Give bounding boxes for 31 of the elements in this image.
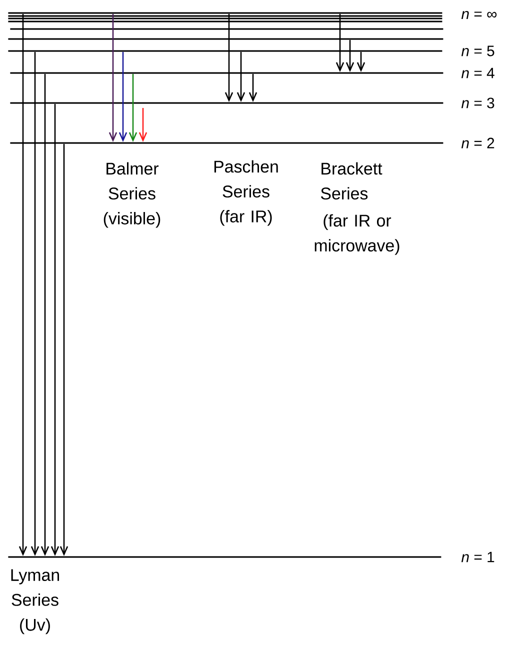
level-label: n = ∞: [461, 11, 497, 20]
series-label: Lyman Series (Uv): [11, 569, 59, 634]
transition-arrow: [40, 74, 50, 556]
series-label: Paschen Series (far IR): [214, 160, 278, 226]
transition-arrow: [128, 74, 138, 142]
energy-level-line: [10, 28, 444, 30]
energy-level-line: [8, 18, 442, 20]
transition-arrow: [18, 14, 28, 556]
transition-arrow: [60, 144, 68, 556]
transition-arrow: [224, 14, 234, 102]
transition-arrow: [346, 40, 354, 72]
level-label: n = 5: [461, 46, 494, 56]
transition-arrow: [50, 104, 60, 556]
series-label: (far IR or microwave): [314, 214, 400, 255]
series-label: Brackett Series: [320, 162, 382, 200]
level-label: n = 3: [461, 98, 494, 108]
energy-level-line: [8, 20, 442, 22]
transition-arrow: [336, 14, 344, 72]
energy-level-line: [8, 15, 442, 17]
transition-arrow: [118, 52, 128, 142]
transition-arrow: [236, 52, 246, 102]
transition-arrow: [108, 14, 118, 142]
energy-level-line: [8, 38, 444, 40]
transition-arrow: [356, 52, 366, 72]
transition-arrow: [248, 74, 258, 102]
transition-arrow: [138, 108, 148, 142]
transition-arrow: [30, 52, 40, 556]
level-label: n = 1: [461, 552, 494, 562]
series-label: Balmer Series (visible): [104, 162, 160, 228]
level-label: n = 2: [461, 138, 494, 148]
level-label: n = 4: [461, 68, 494, 78]
